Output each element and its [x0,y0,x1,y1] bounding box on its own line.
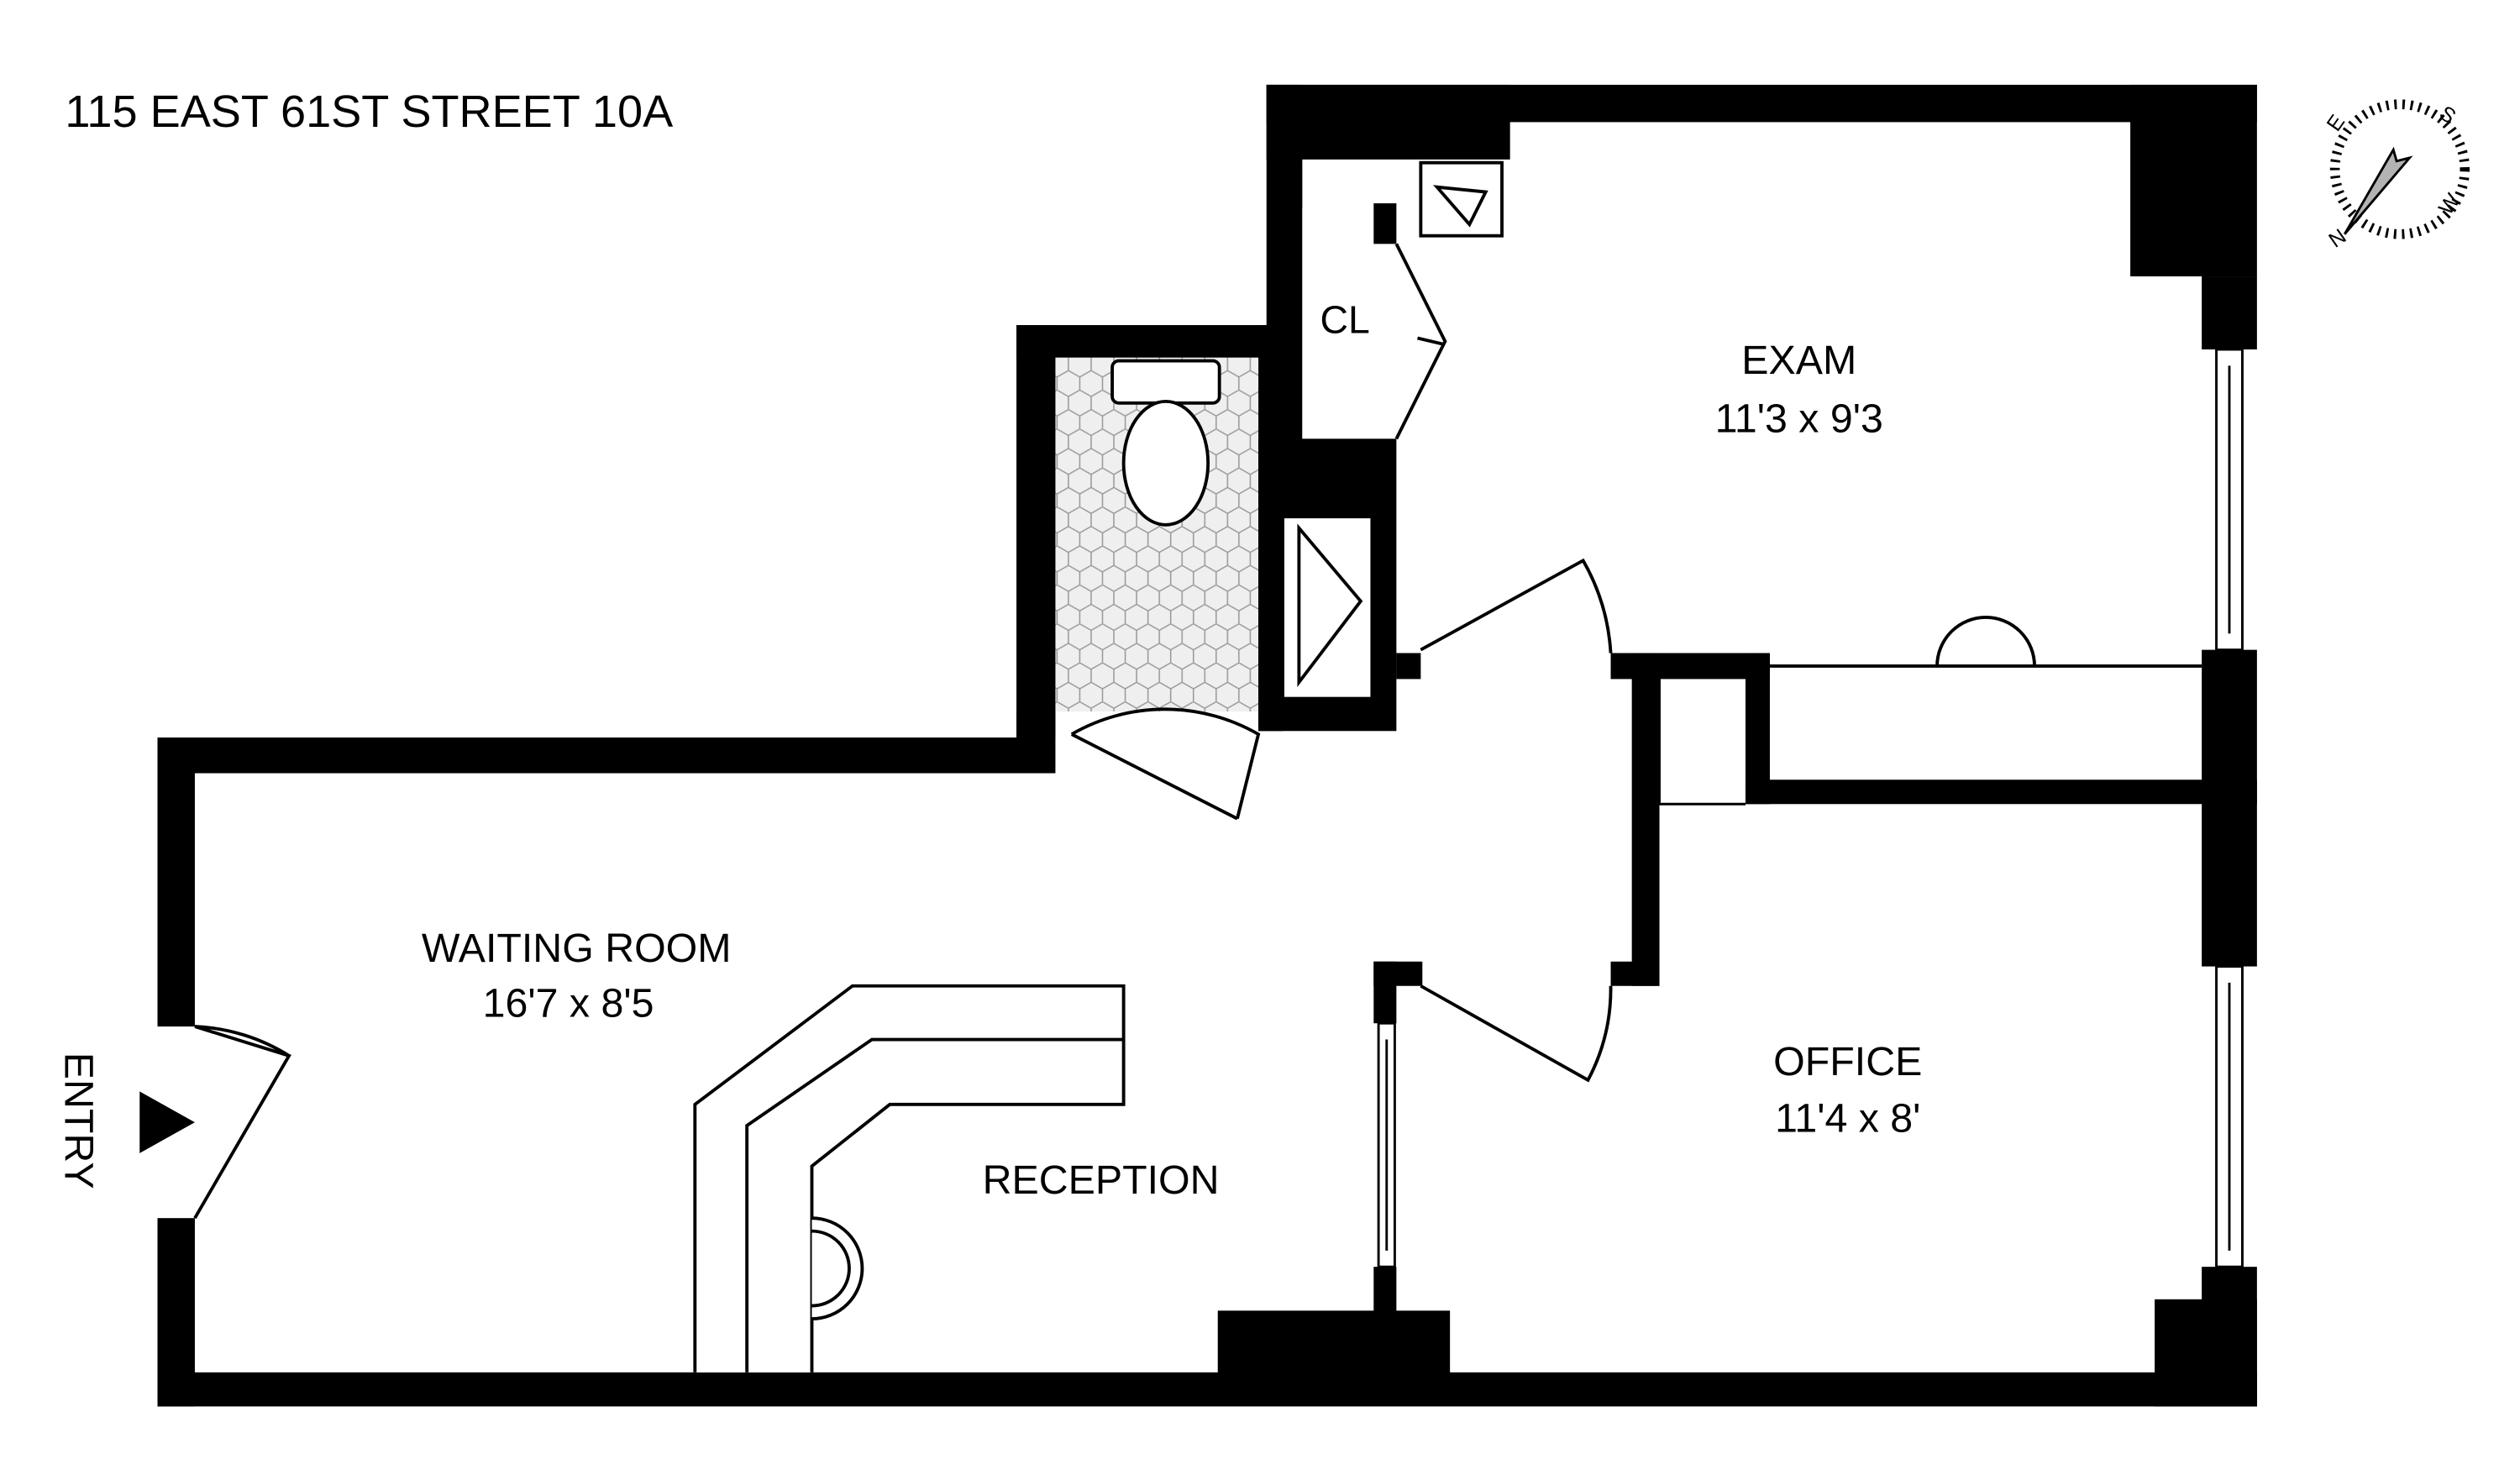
reception-chair [811,1216,864,1320]
windows [1377,348,2244,1268]
waiting-room-size: 16'7 x 8'5 [483,980,654,1026]
svg-text:E: E [2323,111,2350,136]
reception-label: RECEPTION [983,1157,1220,1203]
bath-sink [1297,523,1363,688]
exam-label: EXAM [1741,338,1856,383]
listing-title: 115 EAST 61ST STREET 10A [65,87,673,137]
reception-desk [693,984,1126,1373]
office-label: OFFICE [1773,1039,1922,1084]
svg-text:S: S [2435,102,2460,129]
exam-size: 11'3 x 9'3 [1715,396,1883,442]
doors [193,243,2202,1220]
compass-needle-icon [2343,146,2413,235]
office-size: 11'4 x 8' [1775,1096,1920,1142]
walls [157,84,2257,1407]
fixtures [693,160,1504,1373]
waiting-room-label: WAITING ROOM [422,926,732,971]
toilet-bowl [1121,399,1210,527]
closet-label: CL [1320,298,1370,342]
entry-label: ENTRY [55,1052,101,1189]
toilet-tank [1110,359,1221,405]
compass: N E S W [2323,99,2470,252]
entry-arrow-icon [139,1091,195,1153]
